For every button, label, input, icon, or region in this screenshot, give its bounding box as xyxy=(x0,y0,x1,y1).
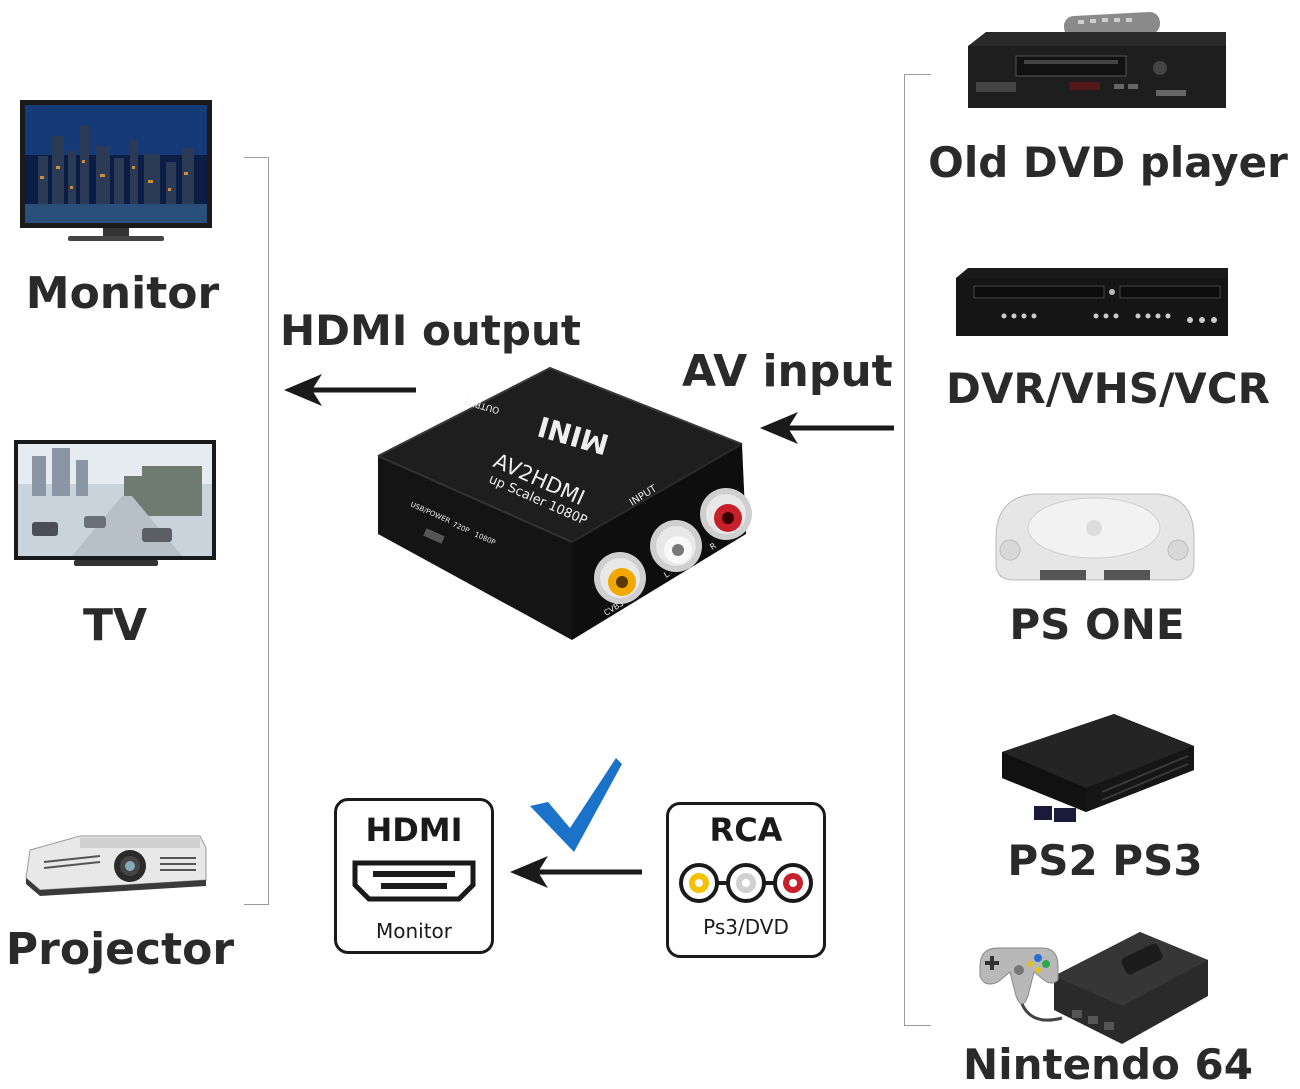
left-arrow-output xyxy=(284,374,416,406)
hdmi-monitor-box: HDMI Monitor xyxy=(334,798,494,954)
left-arrow-input xyxy=(760,412,894,444)
adapter-l-label: L xyxy=(662,569,671,579)
monitor-image xyxy=(20,100,212,241)
ps2-ps3-image xyxy=(1002,714,1194,822)
device-label-ps-one: PS ONE xyxy=(1009,600,1185,649)
hdmi-box-caption: Monitor xyxy=(375,919,453,943)
hdmi-port-icon xyxy=(352,860,476,902)
right-bracket xyxy=(904,74,931,1026)
rca-jack-red xyxy=(700,488,752,540)
rca-box-title: RCA xyxy=(709,811,783,849)
av-input-label: AV input xyxy=(682,346,893,397)
adapter-r-label: R xyxy=(708,541,718,552)
projector-image xyxy=(25,835,207,896)
rca-box-caption: Ps3/DVD xyxy=(703,915,789,939)
av2hdmi-adapter: MINI AV2HDMI up Scaler 1080P OUTPUT INPU… xyxy=(377,366,752,640)
rca-jack-white xyxy=(650,520,702,572)
device-label-tv: TV xyxy=(82,600,148,651)
rca-jack-yellow xyxy=(594,552,646,604)
nintendo-64-image xyxy=(979,932,1208,1044)
checkmark-icon xyxy=(530,758,622,852)
rca-connectors-icon xyxy=(679,863,813,903)
ps-one-image xyxy=(995,493,1195,581)
old-dvd-player-image xyxy=(968,12,1226,108)
device-label-ps2-ps3: PS2 PS3 xyxy=(1007,836,1203,885)
device-label-projector: Projector xyxy=(5,924,235,975)
left-bracket xyxy=(244,157,269,905)
hdmi-box-title: HDMI xyxy=(365,811,463,849)
hdmi-output-label: HDMI output xyxy=(280,306,581,355)
dvr-vhs-vcr-image xyxy=(956,268,1228,336)
rca-box: RCA Ps3/DVD xyxy=(666,802,826,958)
device-label-dvr-vhs-vcr: DVR/VHS/VCR xyxy=(946,364,1270,413)
tv-image xyxy=(14,440,216,566)
device-label-old-dvd-player: Old DVD player xyxy=(928,138,1288,187)
device-label-nintendo-64: Nintendo 64 xyxy=(963,1040,1253,1089)
left-arrow-boxes xyxy=(510,856,642,888)
device-label-monitor: Monitor xyxy=(25,268,220,319)
